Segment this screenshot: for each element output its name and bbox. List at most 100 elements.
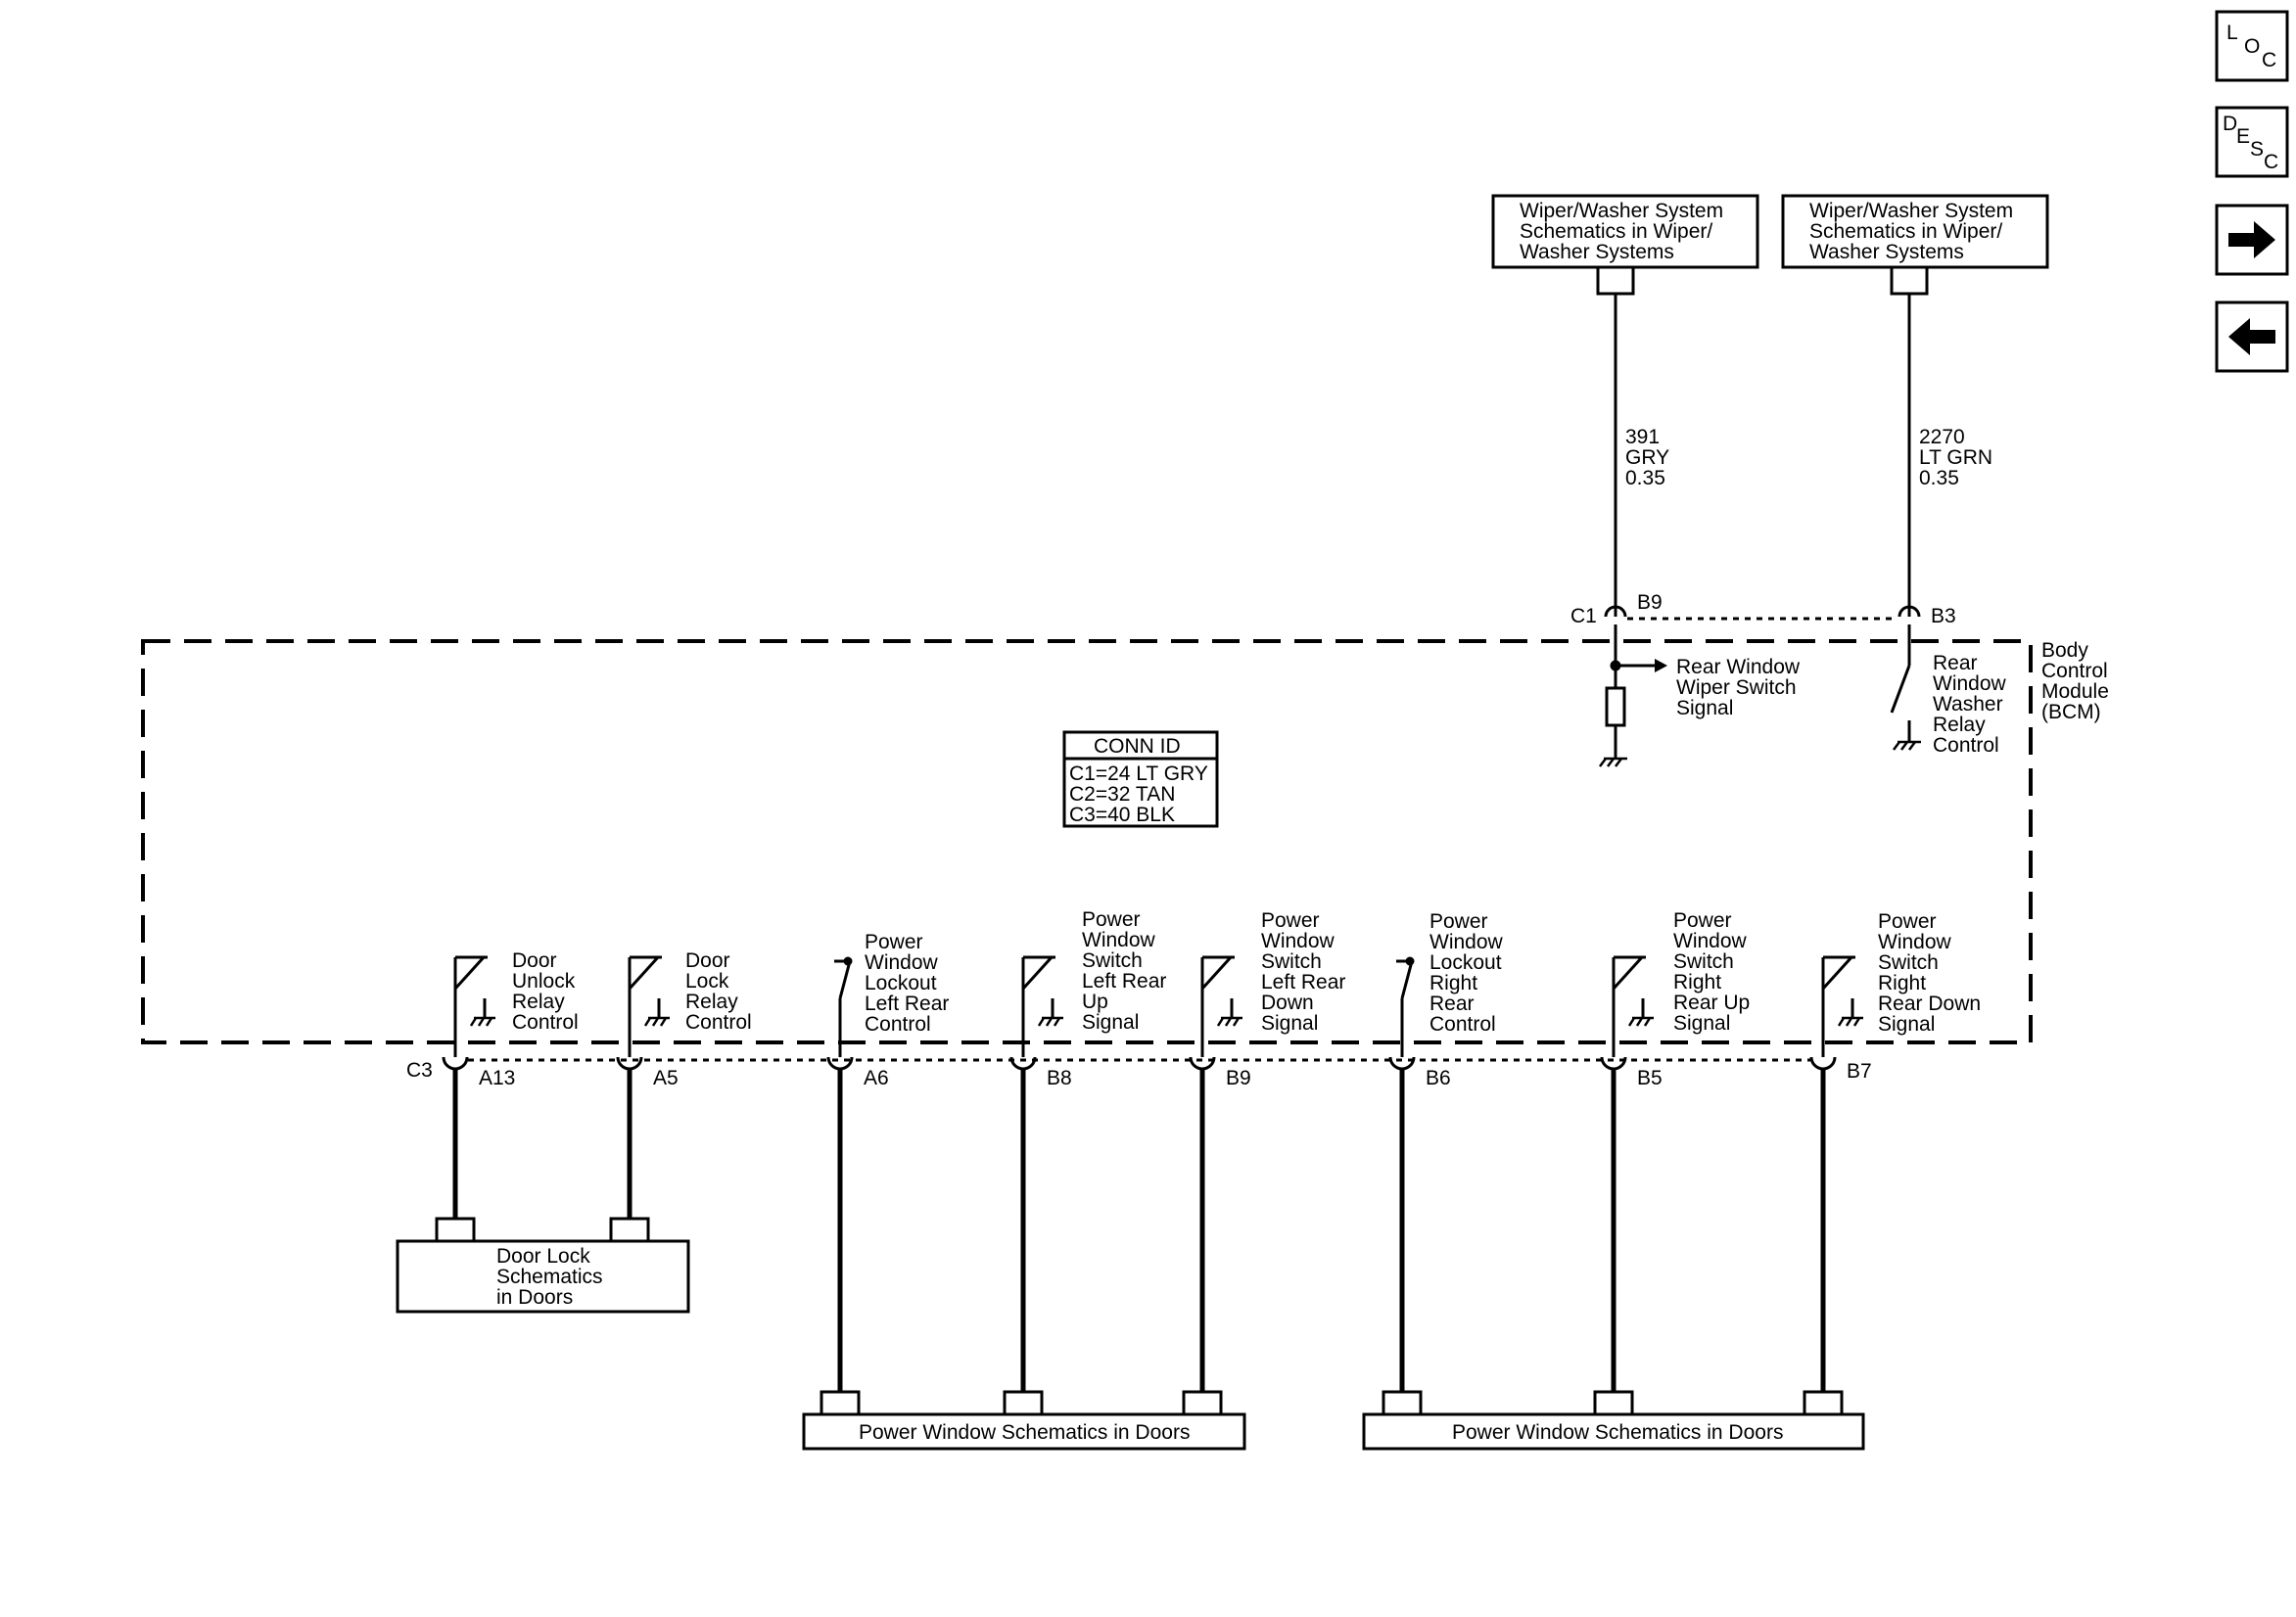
pin-a13-desc-l1: Door xyxy=(512,949,557,972)
rear-washer-line2: Window xyxy=(1933,672,2007,695)
loc-letter-l: L xyxy=(2226,22,2238,44)
pw-left-ref-box xyxy=(802,1412,1246,1451)
wire-2270-color: LT GRN xyxy=(1919,446,1992,469)
pin-a6-desc-l2: Window xyxy=(865,951,939,974)
door-lock-ref-line1[interactable]: Door Lock xyxy=(496,1245,590,1268)
pw-right-ref-text[interactable]: Power Window Schematics in Doors xyxy=(1452,1421,1783,1444)
rear-washer-line4: Relay xyxy=(1933,714,1986,736)
prev-button[interactable] xyxy=(2215,300,2289,373)
top-ref-2-line2[interactable]: Schematics in Wiper/ xyxy=(1809,220,2002,243)
desc-button[interactable]: D E S C xyxy=(2215,106,2289,178)
bcm-boundary xyxy=(141,639,2033,1044)
pin-b9-desc-l3: Switch xyxy=(1261,950,1322,973)
pin-b5-desc-l1: Power xyxy=(1673,909,1732,932)
pin-b5-desc: Power Window Switch Right Rear Up Signal xyxy=(1673,909,1750,1035)
pin-a6-label: A6 xyxy=(864,1067,889,1089)
pin-b8-desc-l5: Up xyxy=(1082,991,1108,1013)
pin-b7-desc-l1: Power xyxy=(1878,910,1937,933)
door-lock-ref-box xyxy=(396,1239,690,1314)
top-ref-1-line2[interactable]: Schematics in Wiper/ xyxy=(1520,220,1712,243)
top-ref-1-line1[interactable]: Wiper/Washer System xyxy=(1520,200,1723,222)
pin-b7-desc-l4: Right xyxy=(1878,972,1926,994)
desc-letter-d: D xyxy=(2223,113,2237,135)
module-label-line4: (BCM) xyxy=(2041,701,2101,723)
pin-b7-desc-l3: Switch xyxy=(1878,951,1939,974)
conn-id-c2: C2=32 TAN xyxy=(1069,783,1175,806)
pin-b6-label: B6 xyxy=(1426,1067,1451,1089)
pin-b6-desc-l5: Rear xyxy=(1429,993,1475,1015)
module-label-line3: Module xyxy=(2041,680,2109,703)
next-button[interactable] xyxy=(2215,204,2289,276)
pin-b8-desc-l2: Window xyxy=(1082,929,1156,951)
rear-wiper-line3: Signal xyxy=(1676,697,1733,719)
pin-a5-desc-l2: Lock xyxy=(685,970,729,993)
pin-b6-desc-l2: Window xyxy=(1429,931,1504,953)
module-label-line2: Control xyxy=(2041,660,2108,682)
module-label-line1: Body xyxy=(2041,639,2088,662)
pin-b7-desc-l6: Signal xyxy=(1878,1013,1935,1036)
pin-a6-desc-l1: Power xyxy=(865,931,923,953)
pin-a5-desc-l3: Relay xyxy=(685,991,738,1013)
switch-b9 xyxy=(1200,955,1242,1040)
wire-2270-size: 0.35 xyxy=(1919,467,1959,489)
connector-c3-label: C3 xyxy=(406,1059,433,1082)
pin-b9-desc-l6: Signal xyxy=(1261,1012,1318,1035)
pin-b8-desc-l3: Switch xyxy=(1082,949,1143,972)
pin-a6-desc-l4: Left Rear xyxy=(865,993,949,1015)
wire-391-circuit: 391 xyxy=(1625,426,1660,448)
pin-b5-desc-l2: Window xyxy=(1673,930,1748,952)
conn-id-c1: C1=24 LT GRY xyxy=(1069,762,1208,785)
wire-391-size: 0.35 xyxy=(1625,467,1665,489)
top-ref-box-2 xyxy=(1781,194,2049,269)
loc-button[interactable]: L O C xyxy=(2215,10,2289,82)
rear-washer-line1: Rear xyxy=(1933,652,1978,674)
pin-b5-desc-l3: Switch xyxy=(1673,950,1734,973)
pin-a13-label: A13 xyxy=(479,1067,515,1089)
top-ref-box-1 xyxy=(1491,194,1759,269)
pin-b9-label: B9 xyxy=(1226,1067,1251,1089)
pin-a13-desc-l3: Relay xyxy=(512,991,565,1013)
pin-b6-desc-l1: Power xyxy=(1429,910,1488,933)
pin-b7-desc: Power Window Switch Right Rear Down Sign… xyxy=(1878,910,1981,1036)
pin-b8-desc-l1: Power xyxy=(1082,908,1141,931)
pin-a6-desc-l5: Control xyxy=(865,1013,931,1036)
top-ref-1-line3[interactable]: Washer Systems xyxy=(1520,241,1674,263)
rear-washer-line5: Control xyxy=(1933,734,1999,757)
conn-id-box xyxy=(1062,730,1219,828)
switch-a13 xyxy=(453,955,495,1040)
pin-b5-label: B5 xyxy=(1637,1067,1663,1089)
loc-letter-c: C xyxy=(2262,49,2276,71)
pin-b9-desc-l5: Down xyxy=(1261,992,1314,1014)
top-ref-2-line3[interactable]: Washer Systems xyxy=(1809,241,1964,263)
pin-b6-desc: Power Window Lockout Right Rear Control xyxy=(1429,910,1504,1036)
switch-a5 xyxy=(628,955,670,1040)
pin-b5-desc-l6: Signal xyxy=(1673,1012,1730,1035)
pin-a5-desc: Door Lock Relay Control xyxy=(685,949,752,1034)
switch-b7 xyxy=(1821,955,1863,1040)
conn-id-title: CONN ID xyxy=(1094,735,1181,758)
conn-id-c3: C3=40 BLK xyxy=(1069,804,1175,826)
pin-a13-desc-l4: Control xyxy=(512,1011,579,1034)
door-lock-ref-line2[interactable]: Schematics xyxy=(496,1266,603,1288)
connector-c1-label: C1 xyxy=(1570,605,1597,627)
pin-b3-label: B3 xyxy=(1931,605,1956,627)
rear-washer-line3: Washer xyxy=(1933,693,2003,716)
desc-letter-s: S xyxy=(2250,138,2264,161)
pin-b5-desc-l4: Right xyxy=(1673,971,1721,993)
pin-b8-desc-l4: Left Rear xyxy=(1082,970,1166,993)
pin-a13-desc: Door Unlock Relay Control xyxy=(512,949,579,1034)
desc-letter-c: C xyxy=(2264,151,2278,173)
top-ref-2-line1[interactable]: Wiper/Washer System xyxy=(1809,200,2013,222)
switch-a6 xyxy=(834,956,853,1040)
pw-right-ref-box xyxy=(1362,1412,1865,1451)
switch-b6 xyxy=(1396,956,1415,1040)
switch-b5 xyxy=(1612,955,1654,1040)
pw-left-ref-text[interactable]: Power Window Schematics in Doors xyxy=(859,1421,1190,1444)
pin-b9-desc: Power Window Switch Left Rear Down Signa… xyxy=(1261,909,1345,1035)
pin-b7-desc-l2: Window xyxy=(1878,931,1952,953)
pin-b9-top-label: B9 xyxy=(1637,591,1663,614)
door-lock-ref-line3[interactable]: in Doors xyxy=(496,1286,573,1309)
pin-b8-label: B8 xyxy=(1047,1067,1072,1089)
pin-b6-desc-l4: Right xyxy=(1429,972,1477,994)
